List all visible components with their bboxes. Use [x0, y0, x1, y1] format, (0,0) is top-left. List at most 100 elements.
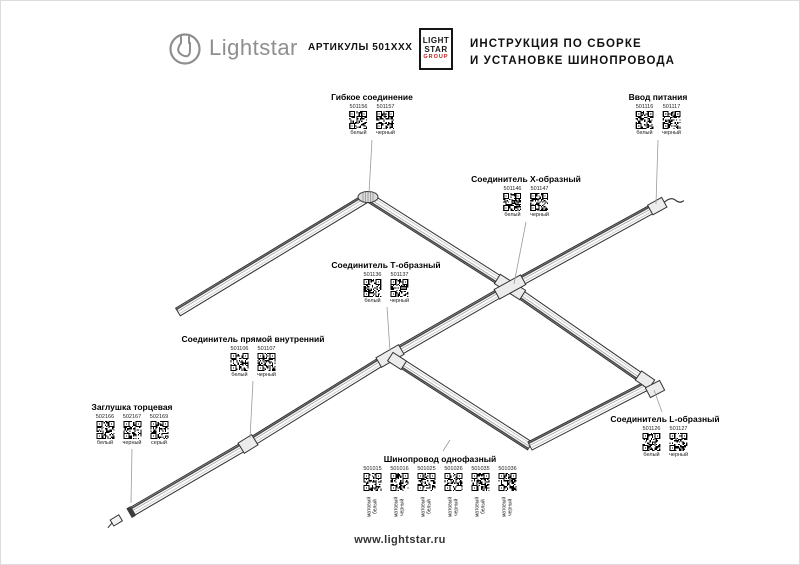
l-connector — [644, 379, 666, 399]
x-connector — [493, 274, 527, 300]
qr-code — [349, 111, 368, 129]
pointer-line — [442, 439, 451, 452]
article-number: 501137 — [390, 272, 409, 278]
article-variant: 501025 матовый белый — [416, 466, 438, 522]
article-number: 501147 — [530, 186, 549, 192]
flexible-connector — [357, 191, 379, 203]
pointer-line — [368, 139, 373, 194]
qr-code — [390, 279, 409, 297]
qr-code — [417, 473, 436, 491]
article-number: 501156 — [349, 104, 368, 110]
brand-wordmark: Lightstar — [209, 35, 298, 60]
qr-code — [642, 433, 661, 451]
color-label: серый — [151, 440, 167, 446]
qr-code — [390, 473, 409, 491]
article-number: 502169 — [149, 414, 169, 420]
article-number: 501025 — [417, 466, 436, 472]
color-label: черный — [529, 212, 550, 218]
qr-code — [230, 353, 249, 371]
article-variant: 501026 матовый черный — [443, 466, 465, 522]
lightstar-bulb-icon — [169, 33, 201, 65]
qr-row: 501126 белый 501127 черный — [610, 426, 719, 458]
lightstar-group-logo: LIGHT STAR GROUP — [419, 28, 453, 70]
pointer-line — [513, 221, 527, 285]
pointer-line — [386, 306, 391, 352]
color-label: белый — [643, 452, 660, 458]
logo-line1: LIGHT — [422, 36, 450, 46]
pointer-line — [653, 389, 663, 413]
straight-connector — [237, 433, 259, 455]
article-number: 501015 — [363, 466, 382, 472]
qr-row: 501146 белый 501147 черный — [471, 186, 581, 218]
color-label: матовый белый — [420, 496, 433, 518]
article-number: 501126 — [642, 426, 661, 432]
qr-code — [257, 353, 276, 371]
part-title: Ввод питания — [628, 92, 688, 102]
color-label: белый — [96, 440, 114, 446]
instruction-title: ИНСТРУКЦИЯ ПО СБОРКЕ И УСТАНОВКЕ ШИНОПРО… — [470, 36, 675, 69]
article-number: 501127 — [669, 426, 688, 432]
track-segment — [527, 379, 653, 451]
color-label: белый — [636, 130, 653, 136]
articles-label: АРТИКУЛЫ 501ХХХ — [308, 42, 413, 53]
color-label: черный — [375, 130, 396, 136]
end-cap-piece — [107, 514, 124, 529]
color-label: матовый черный — [447, 496, 460, 518]
qr-code — [669, 433, 688, 451]
power-input — [646, 196, 685, 216]
article-number: 501026 — [444, 466, 463, 472]
article-number: 501035 — [471, 466, 490, 472]
footer-url: www.lightstar.ru — [354, 534, 446, 546]
qr-code — [376, 111, 395, 129]
article-variant: 502167 черный — [121, 414, 143, 446]
qr-code — [363, 279, 382, 297]
brand-logo: Lightstar — [168, 30, 298, 66]
part-title: Соединитель Т-образный — [331, 260, 441, 270]
color-label: черный — [122, 440, 142, 446]
color-label: матовый белый — [474, 496, 487, 518]
article-number: 501107 — [257, 346, 276, 352]
color-label: белый — [504, 212, 521, 218]
article-variant: 501127 черный — [668, 426, 690, 458]
instruction-title-line1: ИНСТРУКЦИЯ ПО СБОРКЕ — [470, 38, 642, 50]
color-label: черный — [668, 452, 689, 458]
qr-code — [498, 473, 517, 491]
article-number: 502167 — [122, 414, 142, 420]
qr-code — [444, 473, 463, 491]
pointer-line — [655, 139, 659, 205]
article-variant: 501107 черный — [255, 346, 277, 378]
part-title: Гибкое соединение — [331, 92, 413, 102]
t-connector — [386, 351, 408, 371]
color-label: черный — [256, 372, 277, 378]
logo-line2: STAR — [424, 44, 448, 54]
color-label: матовый белый — [366, 496, 379, 518]
article-variant: 501126 белый — [641, 426, 663, 458]
color-label: черный — [389, 298, 410, 304]
color-label: белый — [364, 298, 381, 304]
instruction-title-line2: И УСТАНОВКЕ ШИНОПРОВОДА — [470, 54, 676, 67]
qr-code — [635, 111, 654, 129]
article-number: 501106 — [230, 346, 249, 352]
part-title: Шинопровод однофазный — [383, 454, 497, 464]
qr-code — [471, 473, 490, 491]
pointer-line — [130, 448, 133, 504]
article-variant: 501146 белый — [501, 186, 523, 218]
article-number: 501146 — [503, 186, 522, 192]
article-variant: 501015 матовый белый — [362, 466, 384, 522]
part-title: Заглушка торцевая — [91, 402, 173, 412]
logo-line3: GROUP — [423, 54, 449, 60]
